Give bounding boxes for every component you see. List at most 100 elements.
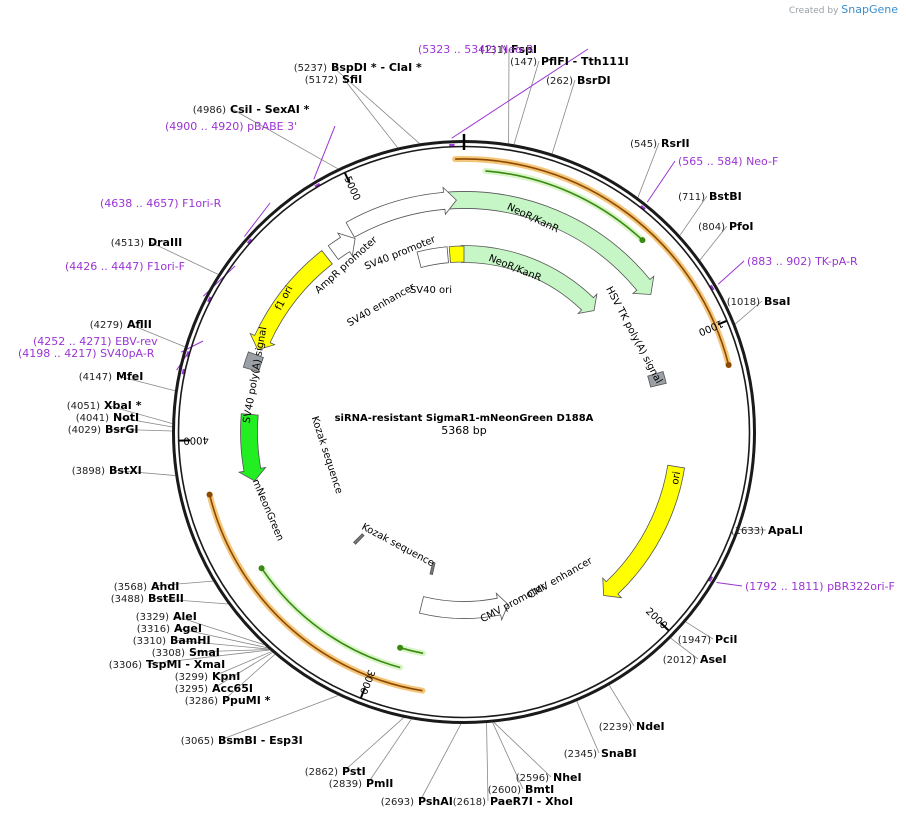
restriction-site[interactable]: (4986)CsiI - SexAI * — [193, 103, 310, 116]
site-name: NdeI — [636, 720, 665, 733]
restriction-site[interactable]: (3306)TspMI - XmaI — [109, 658, 225, 671]
site-name: BstBI — [709, 190, 742, 203]
primer-site[interactable]: (883 .. 902) TK-pA-R — [747, 255, 858, 268]
restriction-site[interactable]: (2596)NheI — [516, 771, 582, 784]
restriction-site[interactable]: (3310)BamHI — [133, 634, 211, 647]
primer-site[interactable]: (4638 .. 4657) F1ori-R — [100, 197, 222, 210]
site-position: (147) — [510, 57, 537, 68]
restriction-site[interactable]: (3329)AleI — [136, 610, 197, 623]
site-position: (3488) — [111, 594, 144, 605]
site-leader — [670, 637, 699, 660]
restriction-site[interactable]: (131)FspI — [480, 43, 537, 56]
feature-label: Kozak sequence — [309, 415, 344, 495]
restriction-site[interactable]: (2862)PstI — [305, 765, 366, 778]
feature-label: mNeonGreen — [250, 478, 286, 543]
restriction-site[interactable]: (4147)MfeI — [79, 370, 144, 383]
restriction-site[interactable]: (3308)SmaI — [152, 646, 220, 659]
restriction-site[interactable]: (1018)BsaI — [727, 295, 791, 308]
feature-label: HSV TK poly(A) signal — [603, 285, 664, 386]
primer-site[interactable]: (1792 .. 1811) pBR322ori-F — [745, 580, 895, 593]
primer-binding-mark — [708, 575, 714, 582]
primer-label: (4252 .. 4271) EBV-rev — [33, 335, 158, 348]
site-position: (2012) — [663, 655, 696, 666]
feature-sv40-enhancer[interactable] — [416, 246, 449, 268]
restriction-site[interactable]: (1947)PciI — [678, 633, 738, 646]
primer-site[interactable]: (4252 .. 4271) EBV-rev — [33, 335, 158, 348]
restriction-site[interactable]: (147)PflFI - Tth111I — [510, 55, 629, 68]
restriction-site[interactable]: (804)PfoI — [698, 220, 753, 233]
restriction-site[interactable]: (3065)BsmBI - Esp3I — [181, 734, 303, 747]
primer-site[interactable]: (4900 .. 4920) pBABE 3' — [165, 120, 297, 133]
restriction-site[interactable]: (545)RsrII — [630, 137, 690, 150]
site-leader — [576, 701, 600, 754]
site-position: (131) — [480, 45, 507, 56]
orf-neor-arrowhead — [725, 361, 732, 368]
site-leader — [147, 649, 270, 665]
scale-tick-label: 4000 — [183, 434, 209, 446]
feature-f1-ori[interactable] — [249, 250, 333, 351]
orf-green-inner — [260, 567, 401, 669]
site-leader — [213, 651, 272, 677]
restriction-site[interactable]: (4279)AflII — [90, 318, 152, 331]
restriction-site[interactable]: (711)BstBI — [678, 190, 742, 203]
feature-sv40-ori[interactable] — [448, 245, 465, 263]
site-leader — [174, 615, 265, 646]
feature-cmv-enhancer[interactable] — [418, 592, 509, 622]
restriction-site[interactable]: (2600)BmtI — [488, 783, 554, 796]
restriction-site[interactable]: (3898)BstXI — [72, 464, 142, 477]
feature-ampr-promoter[interactable] — [327, 232, 356, 261]
feature-sv40-polya[interactable] — [242, 351, 264, 373]
restriction-site[interactable]: (262)BsrDI — [546, 74, 610, 87]
site-name: XbaI * — [104, 399, 142, 412]
primer-name: TK-pA-R — [814, 255, 858, 268]
restriction-site[interactable]: (2239)NdeI — [599, 720, 665, 733]
site-leader — [608, 685, 635, 727]
primer-site[interactable]: (4426 .. 4447) F1ori-F — [65, 260, 185, 273]
site-position: (5172) — [305, 75, 338, 86]
scale-tick-label: 5000 — [341, 175, 362, 203]
feature-neor-kanr-inner[interactable] — [460, 245, 598, 315]
feature-hsv-tk-polya[interactable] — [647, 371, 667, 388]
primer-site[interactable]: (5323 .. 5342) Neo-R — [418, 43, 534, 56]
feature-kozak-2[interactable] — [353, 533, 365, 545]
primer-name: Neo-F — [746, 155, 778, 168]
site-position: (3306) — [109, 660, 142, 671]
restriction-site[interactable]: (4029)BsrGI — [68, 423, 139, 436]
site-position: (2839) — [329, 779, 362, 790]
site-leader — [149, 241, 219, 275]
feature-neor-kanr-outer[interactable] — [441, 191, 655, 295]
restriction-site[interactable]: (3299)KpnI — [175, 670, 241, 683]
restriction-site[interactable]: (3286)PpuMI * — [185, 694, 271, 707]
restriction-site[interactable]: (2618)PaeR7I - XhoI — [453, 795, 573, 808]
restriction-site[interactable]: (2012)AseI — [663, 653, 727, 666]
restriction-site[interactable]: (4051)XbaI * — [67, 399, 142, 412]
primer-site[interactable]: (4198 .. 4217) SV40pA-R — [18, 347, 155, 360]
restriction-site[interactable]: (3488) BstEII — [111, 592, 184, 605]
site-name: PmlI — [366, 777, 393, 790]
primer-site[interactable]: (565 .. 584) Neo-F — [678, 155, 778, 168]
site-name: KpnI — [212, 670, 240, 683]
credit-prefix: Created by — [788, 6, 839, 16]
restriction-site[interactable]: (4041)NotI — [76, 411, 139, 424]
feature-mneongreen[interactable] — [237, 413, 267, 482]
primer-label: (1792 .. 1811) pBR322ori-F — [745, 580, 895, 593]
primer-label: (4638 .. 4657) F1ori-R — [100, 197, 222, 210]
site-leader — [231, 108, 338, 170]
restriction-site[interactable]: (2345)SnaBI — [564, 747, 637, 760]
feature-ori[interactable] — [602, 464, 686, 599]
restriction-site[interactable]: (4513)DraIII — [111, 236, 183, 249]
restriction-site[interactable]: (3295)Acc65I — [175, 682, 253, 695]
restriction-site[interactable]: (2839) PmlI — [329, 777, 394, 790]
restriction-site[interactable]: (5172)SfiI — [305, 73, 362, 86]
restriction-site[interactable]: (3568)AhdI — [114, 580, 180, 593]
site-name: BstEII — [148, 592, 184, 605]
feature-sv40-promoter[interactable] — [345, 186, 457, 238]
site-position: (2345) — [564, 749, 597, 760]
restriction-site[interactable]: (3316)AgeI — [137, 622, 202, 635]
restriction-site[interactable]: (1633)ApaLI — [731, 524, 803, 537]
site-name: BsrDI — [577, 74, 611, 87]
restriction-site[interactable]: (5237)BspDI * - ClaI * — [294, 61, 422, 74]
feature-kozak-1[interactable] — [429, 561, 436, 576]
site-leader — [114, 416, 173, 428]
restriction-site[interactable]: (2693)PshAI — [381, 795, 453, 808]
